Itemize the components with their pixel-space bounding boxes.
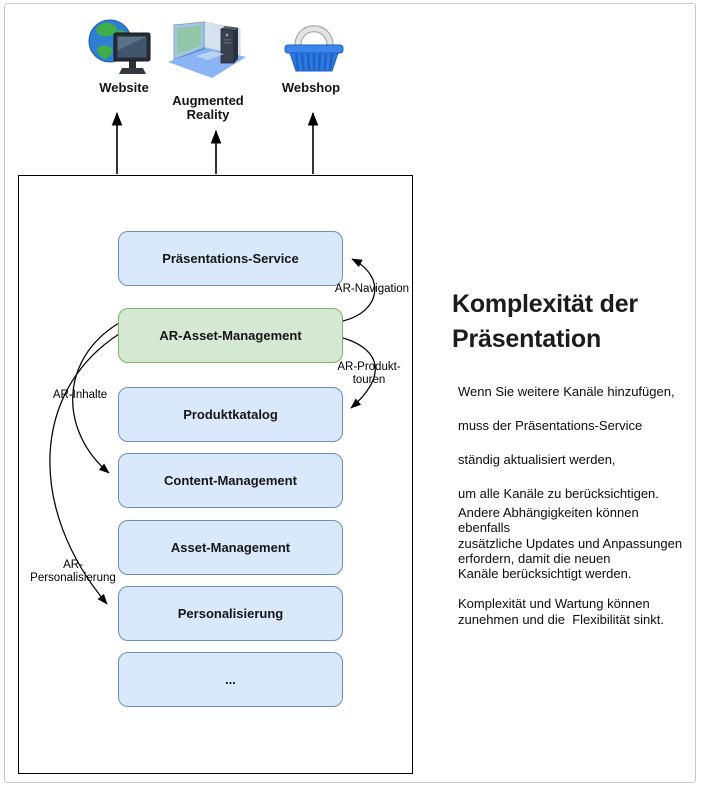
box-label: ...	[225, 672, 236, 687]
box-praesentations-service: Präsentations-Service	[118, 231, 343, 286]
edge-label-ar-personalisierung: AR- Personalisierung	[30, 559, 116, 584]
edge-label-ar-produkttouren: AR-Produkt- touren	[337, 361, 401, 386]
panel-paragraph: Wenn Sie weitere Kanäle hinzufügen,	[458, 384, 675, 399]
edge-label-ar-navigation: AR-Navigation	[334, 283, 410, 295]
augmented-reality-label: Augmented Reality	[172, 93, 244, 122]
edge-label-ar-inhalte: AR-Inhalte	[52, 389, 108, 401]
panel-paragraph: Komplexität und Wartung können zunehmen …	[458, 596, 664, 627]
box-label: Personalisierung	[177, 606, 284, 621]
panel-paragraph: muss der Präsentations-Service	[458, 418, 643, 433]
panel-title: Komplexität der Präsentation	[452, 290, 638, 353]
panel-body: Wenn Sie weitere Kanäle hinzufügen, muss…	[458, 384, 698, 627]
box-label: Produktkatalog	[183, 407, 278, 422]
box-label: Content-Management	[164, 473, 297, 488]
panel-paragraph: Andere Abhängigkeiten können ebenfalls z…	[458, 505, 683, 582]
box-personalisierung: Personalisierung	[118, 586, 343, 641]
box-content-management: Content-Management	[118, 453, 343, 508]
box-asset-management: Asset-Management	[118, 520, 343, 575]
webshop-label: Webshop	[281, 80, 341, 95]
box-ar-asset-management: AR-Asset-Management	[118, 308, 343, 363]
website-icon	[88, 19, 151, 74]
box-weitere: ...	[118, 652, 343, 707]
box-label: AR-Asset-Management	[159, 328, 302, 343]
augmented-reality-icon	[168, 21, 246, 78]
box-label: Präsentations-Service	[162, 251, 299, 266]
panel-paragraph: ständig aktualisiert werden,	[458, 452, 616, 467]
webshop-icon	[284, 25, 344, 72]
box-label: Asset-Management	[170, 540, 291, 555]
panel-paragraph: um alle Kanäle zu berücksichtigen.	[458, 486, 659, 501]
box-produktkatalog: Produktkatalog	[118, 387, 343, 442]
website-label: Website	[99, 80, 149, 95]
